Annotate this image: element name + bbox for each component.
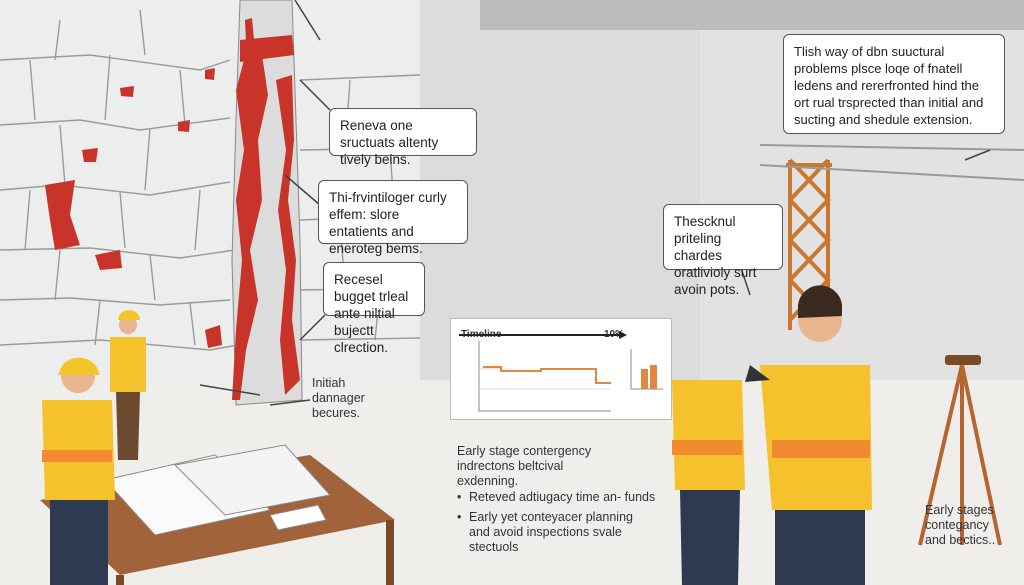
callout-mid-left: Thi-frvintiloger curly effem: slore enta… — [318, 180, 468, 256]
callout-right-mid: Thescknul priteling chardes oratlivioly … — [663, 204, 783, 297]
initial-damage-label: Initiah dannager becures. — [312, 376, 365, 420]
bottom-right-label: Early stages contegancy and bectics.. — [925, 503, 996, 547]
callout-top-right: Tlish way of dbn suuctural problems plsc… — [783, 34, 1005, 134]
timeline-chart-graphic — [459, 331, 663, 412]
cracked-column — [231, 0, 303, 406]
worker-left — [42, 357, 115, 585]
callout-lower-left: Recesel bugget trleal ante niltial bujec… — [323, 262, 425, 355]
bullet-item: Reteved adtiugacy time an- funds — [457, 490, 669, 505]
workers-right — [672, 285, 872, 585]
timeline-chart-card: Timeline 10% — [450, 318, 672, 420]
ceiling — [480, 0, 1024, 30]
survey-tripod — [918, 355, 1002, 546]
bullet-item: Early yet conteyacer planning and avoid … — [457, 510, 649, 555]
early-stage-text: Early stage contergency indrectons beltc… — [457, 444, 592, 488]
middle-wall — [420, 0, 720, 380]
wall-damage-spots — [45, 68, 222, 348]
callout-upper-mid: Reneva one sructuats altenty tively bein… — [329, 108, 477, 167]
callout-pointers — [199, 0, 991, 406]
bullet-list: Reteved adtiugacy time an- funds Early y… — [457, 490, 669, 560]
table-with-blueprints — [40, 444, 395, 585]
ceiling-beam — [759, 144, 1024, 181]
worker-background — [110, 310, 146, 460]
